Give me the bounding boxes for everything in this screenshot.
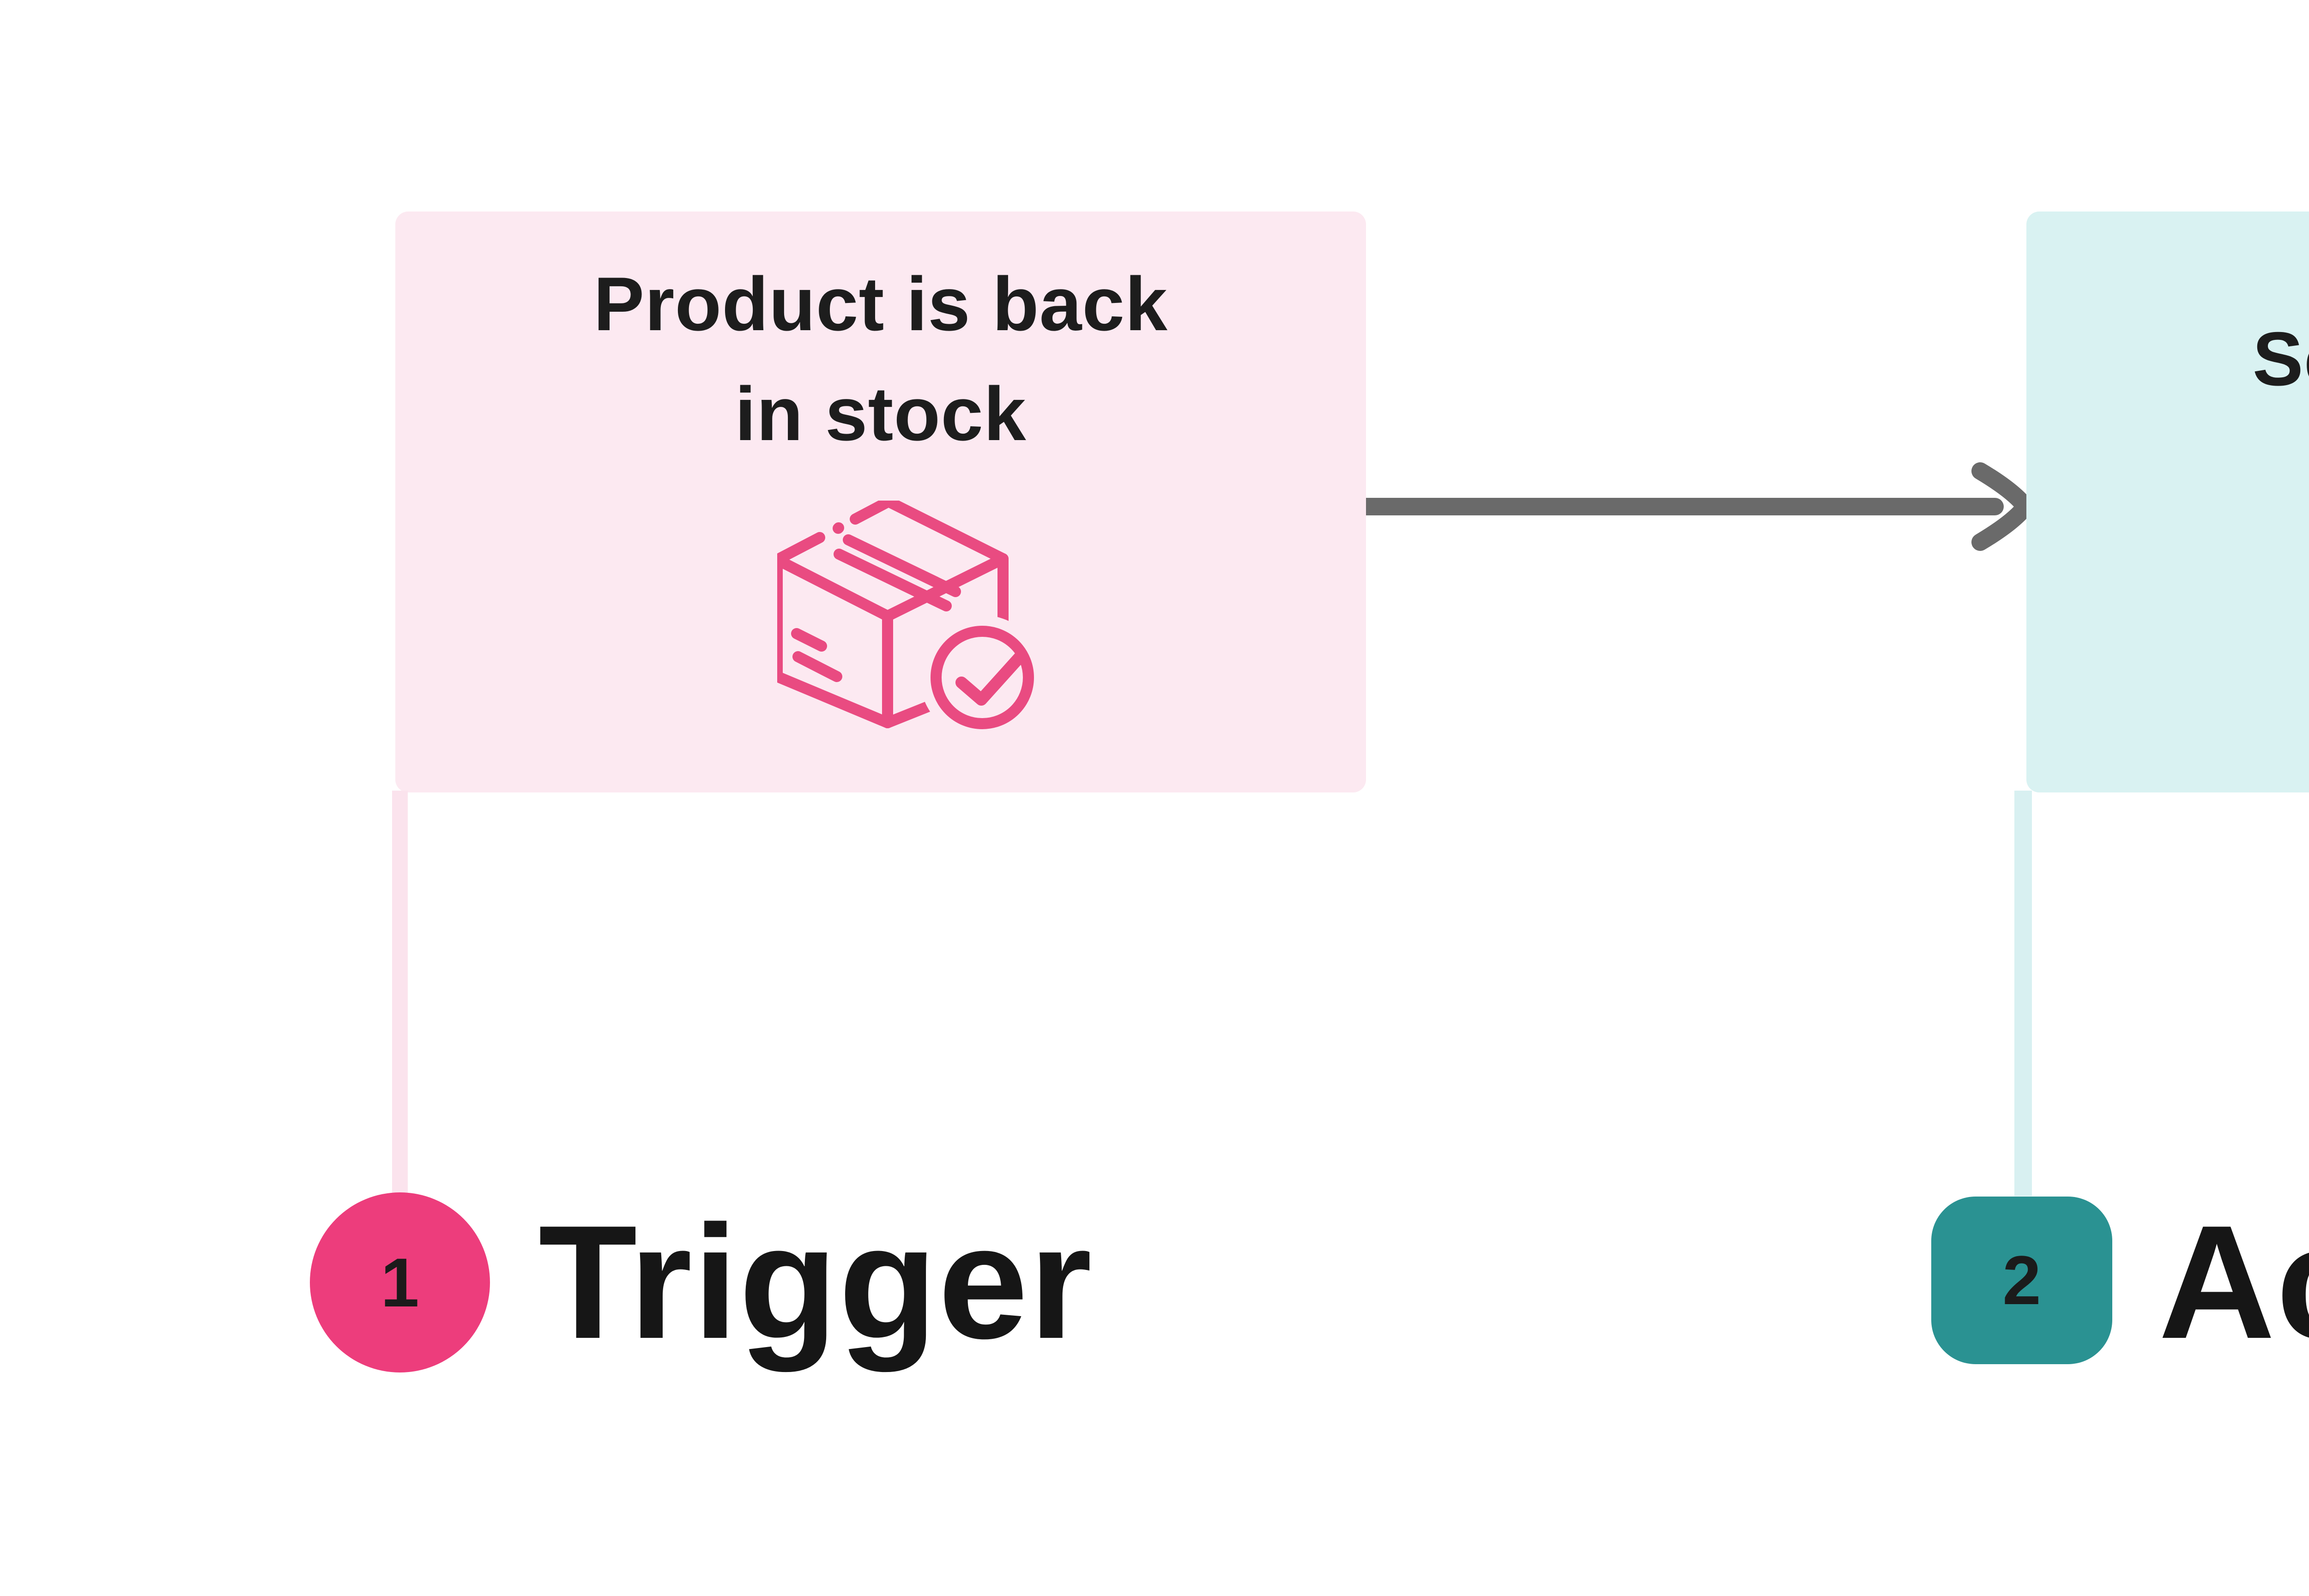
trigger-card-title: Product is back in stock [395, 212, 1366, 507]
flow-arrow-icon [1357, 462, 2036, 554]
action-card: Send an email [2026, 212, 2309, 792]
action-card-title: Send an email [2026, 212, 2309, 507]
trigger-card-title-line2: in stock [735, 371, 1027, 456]
step-1-badge: 1 [310, 1192, 490, 1372]
action-connector-line [2014, 791, 2032, 1196]
step-1-label: Trigger [538, 1192, 1093, 1372]
step-2-badge: 2 [1931, 1197, 2112, 1364]
action-card-title-line1: Send an email [2252, 316, 2309, 402]
trigger-connector-line [392, 791, 408, 1196]
trigger-card-title-line1: Product is back [593, 261, 1168, 347]
trigger-card: Product is back in stock [395, 212, 1366, 792]
package-check-icon [772, 496, 1045, 740]
step-2-label: Action [2158, 1192, 2309, 1372]
step-1-number: 1 [381, 1243, 419, 1321]
step-2-number: 2 [2002, 1241, 2041, 1319]
